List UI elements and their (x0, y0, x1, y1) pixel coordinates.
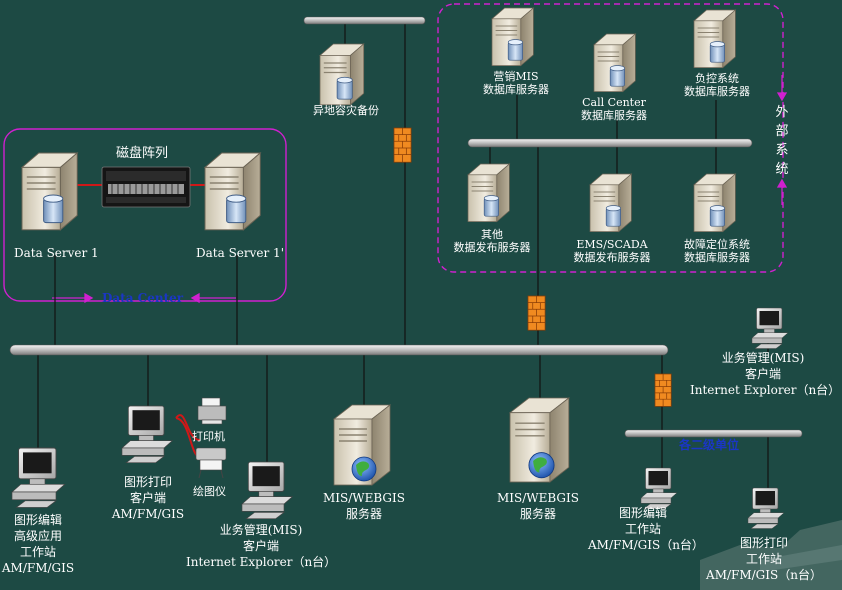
mis-client-center-pc-icon (241, 461, 293, 520)
call-center-line-2: 数据库服务器 (581, 109, 647, 122)
subunit-edit-label: 图形编辑 工作站 AM/FM/GIS（n台） (588, 505, 704, 553)
advanced-workstation-label: 图形编辑 高级应用 工作站 AM/FM/GIS (0, 512, 76, 576)
marketing-line-2: 数据库服务器 (483, 83, 549, 96)
mis-client-center-label: 业务管理(MIS) 客户端 Internet Explorer（n台） (186, 522, 336, 570)
advanced-workstation-pc-icon (11, 447, 66, 508)
webgis1-line-1: MIS/WEBGIS (323, 491, 405, 505)
marketing-line-1: 营销MIS (493, 70, 539, 83)
top-bus (303, 16, 426, 25)
firewall-external-icon (527, 295, 546, 331)
subunit-edit-pc-icon (640, 467, 678, 509)
webgis1-line-2: 服务器 (345, 507, 382, 521)
adv-line-1: 图形编辑 (13, 513, 62, 527)
backup-label: 异地容灾备份 (313, 104, 379, 117)
background-building-decoration (700, 520, 842, 590)
mis-right-line-1: 业务管理(MIS) (721, 351, 805, 365)
sub-edit-line-2: 工作站 (624, 522, 661, 536)
mis-client-right-pc-icon (751, 307, 789, 349)
data-server-1-big (21, 152, 78, 231)
other-publish-server-icon (467, 163, 510, 223)
mis-webgis-server-1-icon (333, 404, 391, 486)
fault-line-2: 数据库服务器 (684, 251, 750, 264)
other-line-1: 其他 (481, 228, 503, 241)
firewall-subunit-icon (654, 373, 672, 407)
adv-line-3: 工作站 (19, 545, 56, 559)
subunit-print-label: 图形打印 工作站 AM/FM/GIS（n台） (700, 535, 828, 583)
print-client-line-2: 客户端 (129, 491, 166, 505)
firewall-backup-icon (393, 127, 412, 163)
fault-db-server-icon (693, 173, 736, 233)
ems-publish-server-icon (589, 173, 632, 233)
mis-right-line-3: Internet Explorer（n台） (690, 383, 841, 397)
mis-client-right-label: 业务管理(MIS) 客户端 Internet Explorer（n台） (690, 350, 841, 398)
print-client-line-3: AM/FM/GIS (111, 507, 185, 521)
external-system-frame (437, 3, 784, 273)
sub-edit-line-3: AM/FM/GIS（n台） (588, 538, 704, 552)
fault-line-1: 故障定位系统 (684, 238, 750, 251)
load-control-line-2: 数据库服务器 (684, 85, 750, 98)
call-center-db-label: Call Center 数据库服务器 (576, 96, 652, 122)
data-server-1-label: Data Server 1 (14, 246, 99, 260)
data-server-1-prime-icon (204, 152, 261, 231)
plotter-icon (195, 447, 227, 479)
data-server-1-prime-label: Data Server 1' (196, 246, 284, 260)
webgis2-line-1: MIS/WEBGIS (497, 491, 579, 505)
backbone-bus (9, 344, 669, 356)
other-line-2: 数据发布服务器 (453, 241, 531, 254)
sub-print-line-2: 工作站 (745, 552, 782, 566)
subunit-bus (624, 429, 803, 438)
marketing-db-label: 营销MIS 数据库服务器 (478, 70, 554, 96)
mis-center-line-2: 客户端 (242, 539, 279, 553)
mis-webgis-1-label: MIS/WEBGIS 服务器 (314, 490, 414, 522)
load-control-db-label: 负控系统 数据库服务器 (677, 72, 757, 98)
other-publish-label: 其他 数据发布服务器 (446, 228, 538, 254)
external-bus (467, 138, 753, 148)
external-system-label: 外部系统 (775, 105, 789, 177)
printer-label: 打印机 (192, 430, 225, 443)
backup-server-icon (319, 43, 365, 106)
mis-webgis-server-2-icon (509, 397, 570, 483)
ems-line-2: 数据发布服务器 (573, 251, 651, 264)
disk-array (101, 166, 191, 208)
data-center-arrows (52, 292, 236, 304)
call-center-db-server-icon (593, 33, 636, 93)
fault-db-label: 故障定位系统 数据库服务器 (674, 238, 760, 264)
sub-edit-line-1: 图形编辑 (618, 506, 667, 520)
subunit-print-pc-icon (747, 487, 785, 529)
call-center-line-1: Call Center (582, 96, 646, 109)
external-system-arrows (776, 75, 788, 205)
marketing-db-server-icon (491, 7, 534, 67)
data-center-frame (3, 128, 287, 302)
print-client-label: 图形打印 客户端 AM/FM/GIS (108, 474, 188, 522)
sub-print-line-3: AM/FM/GIS（n台） (706, 568, 822, 582)
load-control-line-1: 负控系统 (695, 72, 739, 85)
subunit-label: 各二级单位 (679, 438, 740, 452)
adv-line-2: 高级应用 (13, 529, 62, 543)
load-control-db-server-icon (693, 9, 736, 69)
data-center-label: Data Center (102, 291, 184, 305)
print-client-pc-icon (121, 405, 173, 464)
mis-center-line-3: Internet Explorer（n台） (186, 555, 337, 569)
plotter-label: 绘图仪 (193, 485, 226, 498)
print-client-line-1: 图形打印 (123, 475, 172, 489)
webgis2-line-2: 服务器 (519, 507, 556, 521)
mis-center-line-1: 业务管理(MIS) (219, 523, 303, 537)
sub-print-line-1: 图形打印 (739, 536, 788, 550)
ems-publish-label: EMS/SCADA 数据发布服务器 (566, 238, 658, 264)
mis-webgis-2-label: MIS/WEBGIS 服务器 (488, 490, 588, 522)
mis-right-line-2: 客户端 (744, 367, 781, 381)
printer-icon (197, 397, 227, 425)
adv-line-4: AM/FM/GIS (1, 561, 75, 575)
disk-array-label: 磁盘阵列 (116, 146, 169, 161)
ems-line-1: EMS/SCADA (576, 238, 648, 251)
